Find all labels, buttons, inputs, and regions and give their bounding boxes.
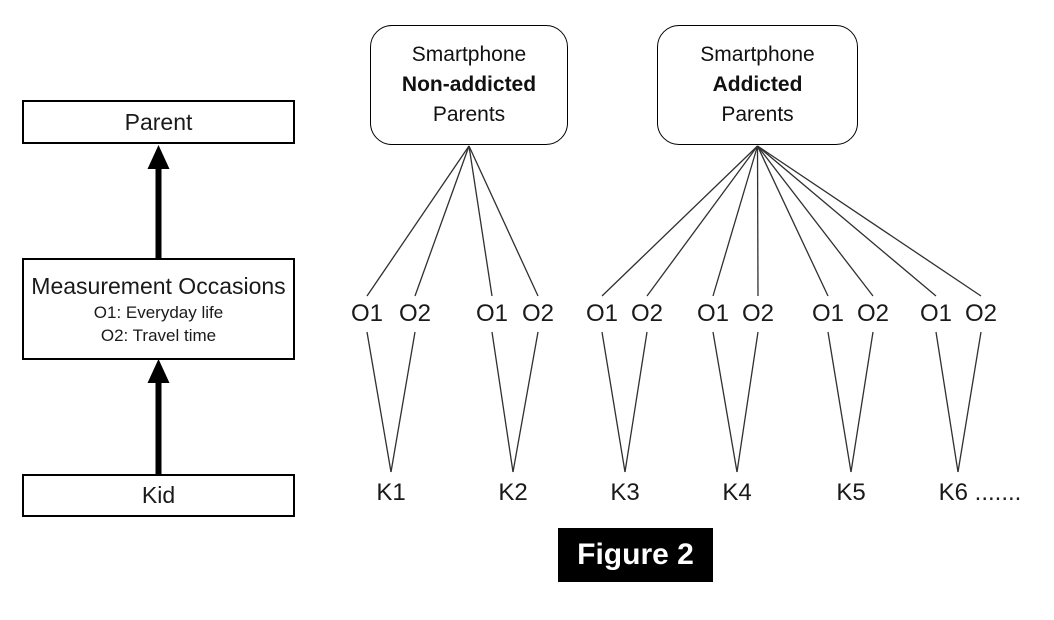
kid-line-group1	[827, 331, 852, 473]
kid-label: K2	[498, 479, 528, 506]
arrow-head-1	[147, 359, 170, 383]
occasion-label: O2	[521, 300, 555, 327]
kid-label: K3	[610, 479, 640, 506]
figure-label-text: Figure 2	[577, 538, 694, 571]
kid-label: K4	[722, 479, 752, 506]
figure-label: Figure 2	[558, 528, 713, 582]
fan-line-group1	[756, 145, 759, 297]
kid-label: K1	[376, 479, 406, 506]
occasion-label: O1	[475, 300, 509, 327]
group-title-line: Parents	[432, 103, 506, 126]
kid-box-label: Kid	[141, 482, 176, 508]
kid-line-group1	[624, 331, 648, 473]
fan-line-group0	[414, 145, 470, 297]
kid-line-group0	[366, 331, 392, 473]
kid-line-group1	[736, 331, 759, 473]
fan-line-group1	[646, 145, 759, 297]
group-title-line-bold: Non-addicted	[401, 73, 537, 96]
measurement-occasions-box: Measurement Occasions O1: Everyday life …	[22, 258, 295, 360]
parent-box-label: Parent	[124, 108, 193, 135]
kid-box: Kid	[22, 474, 295, 517]
kid-line-group1	[850, 331, 874, 473]
fan-line-group0	[468, 145, 539, 297]
group-box-addicted-parents: Smartphone Addicted Parents	[657, 25, 858, 145]
group-title-line: Parents	[721, 103, 794, 126]
fan-line-group0	[468, 145, 493, 297]
kid-label: K6 .......	[938, 479, 1022, 506]
measurement-occasion-item-o1: O1: Everyday life	[93, 302, 224, 322]
occasion-label: O2	[856, 300, 890, 327]
arrow-head-0	[147, 145, 170, 169]
kid-line-group1	[601, 331, 626, 473]
fan-line-group1	[756, 145, 829, 297]
occasion-label: O1	[811, 300, 845, 327]
occasion-label: O1	[350, 300, 384, 327]
occasion-label: O1	[696, 300, 730, 327]
group-title-line: Smartphone	[700, 43, 815, 66]
occasion-label: O1	[585, 300, 619, 327]
fan-line-group1	[756, 145, 874, 297]
group-title-line-bold: Addicted	[712, 73, 803, 96]
parent-box: Parent	[22, 100, 295, 144]
group-box-non-addicted-parents: Smartphone Non-addicted Parents	[370, 25, 568, 145]
kid-line-group0	[390, 331, 416, 473]
kid-line-group1	[935, 331, 959, 473]
occasion-label: O2	[398, 300, 432, 327]
kid-line-group0	[512, 331, 539, 473]
occasion-label: O1	[919, 300, 953, 327]
group-title-line: Smartphone	[411, 43, 527, 66]
fan-line-group0	[366, 145, 470, 297]
fan-line-group1	[757, 145, 982, 297]
measurement-occasions-title: Measurement Occasions	[31, 272, 286, 299]
occasion-label: O2	[741, 300, 775, 327]
measurement-occasion-item-o2: O2: Travel time	[100, 325, 217, 345]
kid-label: K5	[836, 479, 866, 506]
occasion-label: O2	[630, 300, 664, 327]
kid-line-group1	[957, 331, 982, 473]
fan-line-group1	[757, 145, 937, 297]
kid-line-group1	[712, 331, 738, 473]
kid-line-group0	[491, 331, 514, 473]
occasion-label: O2	[964, 300, 998, 327]
fan-line-group1	[601, 145, 758, 297]
fan-line-group1	[712, 145, 759, 297]
